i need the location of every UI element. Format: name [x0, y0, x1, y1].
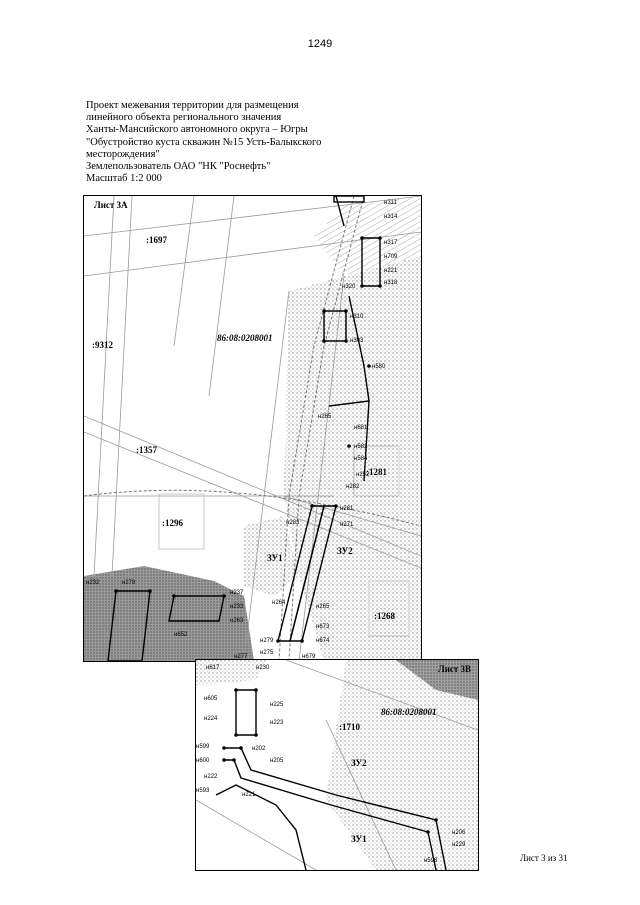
point-label: н232	[86, 580, 100, 586]
header-line: Землепользователь ОАО "НК "Роснефть"	[86, 161, 271, 173]
header-line: Проект межевания территории для размещен…	[86, 100, 299, 111]
point-label: н230	[256, 665, 270, 671]
parcel-label: :1268	[374, 611, 395, 621]
point-label: н681	[354, 425, 368, 431]
forest-area	[396, 660, 478, 700]
point-label: н223	[270, 720, 284, 726]
map-3b-drawing: Лист 3В 86:08:0208001 :1710 ЗУ2 ЗУ1 н617…	[196, 660, 478, 870]
cadastral-lines	[84, 196, 421, 661]
point-label: н263	[230, 618, 244, 624]
point-label: н202	[252, 746, 266, 752]
parcel-label: :1357	[136, 445, 157, 455]
parcel-label: 86:08:0208001	[381, 707, 437, 717]
point-label: н580	[372, 364, 386, 370]
parcel-boxes	[158, 445, 410, 637]
sheet-label: Лист 3А	[94, 200, 128, 210]
point-label: н225	[270, 702, 284, 708]
boundary-points	[222, 688, 438, 834]
point-label: н278	[122, 580, 136, 586]
page-number: 1249	[307, 38, 333, 50]
point-label: н264	[272, 600, 286, 606]
header-line: линейного объекта регионального значения	[86, 112, 282, 124]
point-label: н584	[354, 456, 368, 462]
point-label: н237	[230, 590, 244, 596]
point-label: н311	[384, 200, 398, 206]
parcel-label: :1296	[162, 518, 183, 528]
point-label: н679	[302, 654, 316, 660]
point-label: н206	[452, 830, 466, 836]
zone-label: ЗУ2	[351, 758, 367, 768]
point-label: н283	[286, 520, 300, 526]
point-label: н224	[204, 716, 218, 722]
map-sheet-3b: Лист 3В 86:08:0208001 :1710 ЗУ2 ЗУ1 н617…	[195, 659, 479, 871]
sheet-counter: Лист 3 из 31	[520, 853, 568, 863]
point-label: н598	[424, 858, 438, 864]
header-line: Ханты-Мансийского автономного округа – Ю…	[86, 124, 308, 136]
point-label: н265	[318, 414, 332, 420]
parcel-label: :1710	[339, 722, 360, 732]
header-line: месторождения"	[86, 148, 160, 160]
point-label: н600	[196, 758, 210, 764]
forest-area	[196, 660, 266, 685]
cadastral-lines	[196, 660, 478, 870]
document-header: Проект межевания территории для размещен…	[86, 100, 386, 185]
zone-label: ЗУ1	[267, 553, 283, 563]
point-labels: н617 н230 н605 н225 н224 н223 н599 н202 …	[196, 665, 466, 864]
point-label: н314	[384, 214, 398, 220]
point-label: н599	[196, 744, 210, 750]
point-label: н275	[260, 650, 274, 656]
point-label: н617	[206, 665, 220, 671]
point-label: н317	[384, 240, 398, 246]
forest-area	[326, 660, 478, 870]
point-label: н271	[340, 522, 354, 528]
point-label: н222	[204, 774, 218, 780]
point-label: н205	[270, 758, 284, 764]
point-label: н221	[242, 792, 256, 798]
point-label: н279	[260, 638, 274, 644]
point-label: н709	[384, 254, 398, 260]
forest-area	[84, 566, 254, 661]
point-label: н303	[350, 338, 364, 344]
forest-area	[284, 256, 421, 661]
point-label: н582	[354, 444, 368, 450]
parcel-label: 86:08:0208001	[217, 333, 273, 343]
point-label: н320	[342, 284, 356, 290]
point-label: н277	[234, 654, 248, 660]
point-label: н593	[196, 788, 210, 794]
point-label: н674	[316, 638, 330, 644]
forest-area	[244, 516, 299, 596]
zone-label: ЗУ1	[351, 834, 367, 844]
header-line: "Обустройство куста скважин №15 Усть-Бал…	[86, 136, 322, 148]
point-label: н652	[174, 632, 188, 638]
sheet-label: Лист 3В	[438, 664, 471, 674]
point-label: н265	[316, 604, 330, 610]
parcel-label: :1697	[146, 235, 167, 245]
zone-label: ЗУ2	[337, 546, 353, 556]
point-label: н605	[204, 696, 218, 702]
point-labels: н311 н314 н317 н709 н221 н318 н320 н310 …	[86, 200, 398, 660]
point-label: н318	[384, 280, 398, 286]
point-label: н281	[340, 506, 354, 512]
point-label: н229	[452, 842, 466, 848]
map-3a-drawing: Лист 3А :1697 :9312 86:08:0208001 :1357 …	[84, 196, 421, 661]
point-label: н233	[230, 604, 244, 610]
point-label: н310	[350, 314, 364, 320]
point-label: н252	[356, 472, 370, 478]
road-tracks	[84, 196, 421, 661]
map-sheet-3a: Лист 3А :1697 :9312 86:08:0208001 :1357 …	[83, 195, 422, 662]
point-label: н282	[346, 484, 360, 490]
parcel-label: :9312	[92, 340, 113, 350]
point-label: н673	[316, 624, 330, 630]
point-label: н221	[384, 268, 398, 274]
parcel-label: :1281	[366, 467, 387, 477]
boundary-points	[114, 236, 382, 643]
map-scale: Масштаб 1:2 000	[86, 173, 162, 185]
